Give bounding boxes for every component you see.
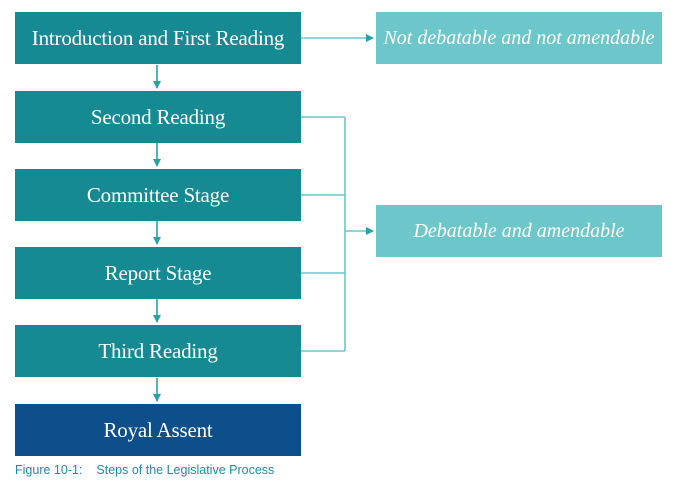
bracket-later-stages	[301, 116, 346, 352]
stage-committee: Committee Stage	[15, 169, 301, 221]
figure-caption: Figure 10-1: Steps of the Legislative Pro…	[15, 463, 274, 477]
stage-third-reading: Third Reading	[15, 325, 301, 377]
note-not-debatable: Not debatable and not amendable	[376, 12, 662, 64]
stage-label: Committee Stage	[86, 182, 230, 207]
stage-report: Report Stage	[15, 247, 301, 299]
stage-label: Introduction and First Reading	[31, 25, 285, 50]
stage-label: Third Reading	[98, 338, 218, 363]
stage-royal-assent: Royal Assent	[15, 404, 301, 456]
stage-introduction-first-reading: Introduction and First Reading	[15, 12, 301, 64]
stage-second-reading: Second Reading	[15, 91, 301, 143]
stage-label: Second Reading	[90, 104, 226, 129]
note-label: Debatable and amendable	[413, 219, 625, 242]
figure-title: Steps of the Legislative Process	[96, 463, 275, 477]
stage-label: Report Stage	[104, 260, 212, 285]
stage-label: Royal Assent	[103, 417, 213, 442]
note-label: Not debatable and not amendable	[383, 26, 655, 49]
figure-number: Figure 10-1:	[15, 463, 83, 477]
note-debatable: Debatable and amendable	[376, 205, 662, 257]
